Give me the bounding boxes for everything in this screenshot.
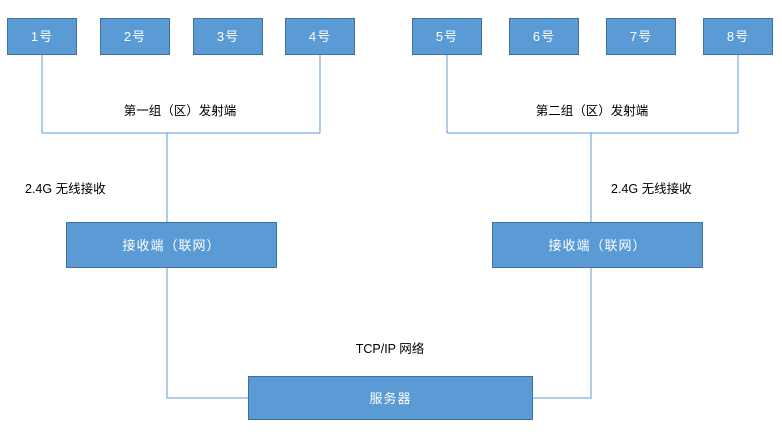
transmitter-box-6[interactable]: 6号: [509, 18, 579, 55]
transmitter-box-3[interactable]: 3号: [193, 18, 263, 55]
group-1-label: 第一组（区）发射端: [123, 104, 237, 118]
connector-receiver2-to-server: [533, 268, 592, 399]
receiver-box-2[interactable]: 接收端（联网）: [492, 222, 703, 268]
wireless-link-label-2: 2.4G 无线接收: [611, 182, 692, 196]
transmitter-box-8[interactable]: 8号: [703, 18, 773, 55]
network-label: TCP/IP 网络: [355, 342, 425, 356]
server-box[interactable]: 服务器: [248, 376, 533, 420]
transmitter-box-1[interactable]: 1号: [7, 18, 77, 55]
transmitter-box-4[interactable]: 4号: [285, 18, 355, 55]
transmitter-box-2[interactable]: 2号: [100, 18, 170, 55]
receiver-box-1[interactable]: 接收端（联网）: [66, 222, 277, 268]
wireless-link-label-1: 2.4G 无线接收: [25, 182, 106, 196]
group-2-label: 第二组（区）发射端: [535, 104, 649, 118]
transmitter-box-5[interactable]: 5号: [412, 18, 482, 55]
transmitter-box-7[interactable]: 7号: [606, 18, 676, 55]
connector-receiver1-to-server: [166, 268, 248, 399]
